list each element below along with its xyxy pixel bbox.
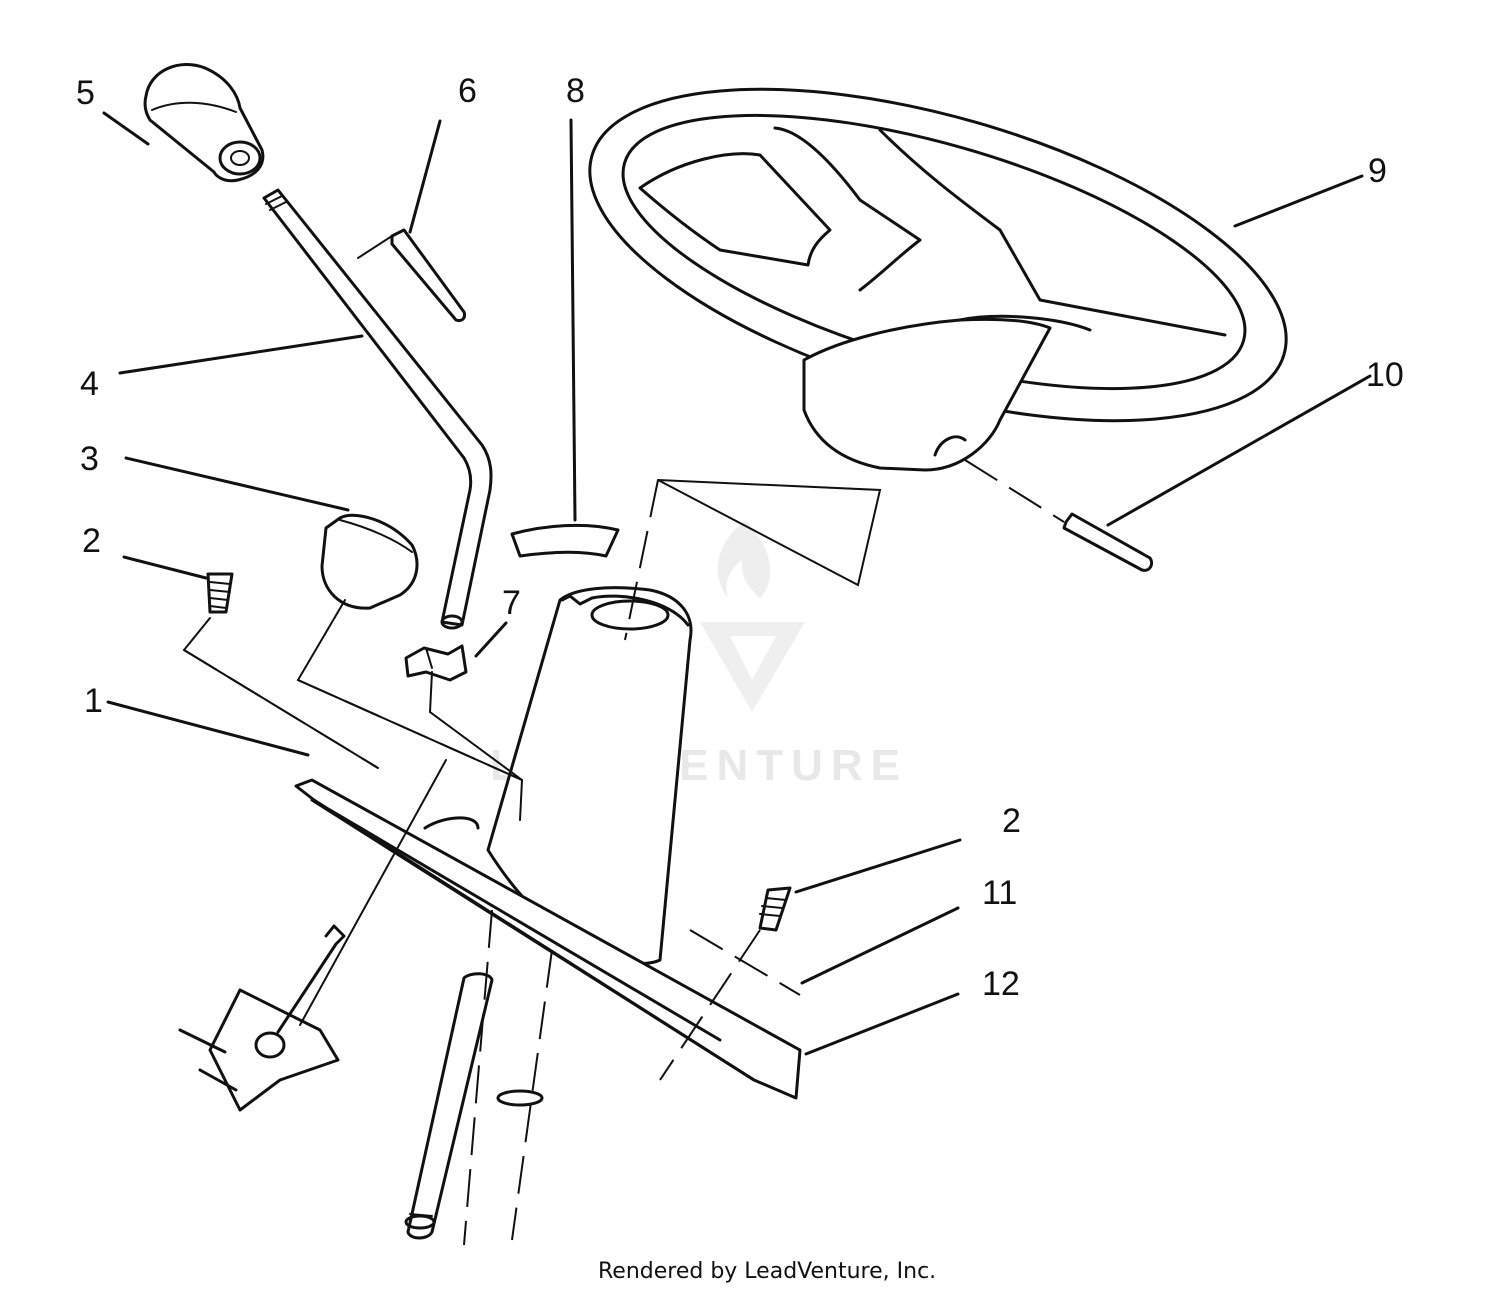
footer-credit: Rendered by LeadVenture, Inc. [598,1259,936,1284]
screw-part-lower [758,886,792,932]
callout-2-lower: 2 [1002,802,1021,840]
shift-lever-part [262,188,493,630]
assembly-lines [182,459,1065,1246]
watermark-v-icon [700,622,805,712]
decal-part [510,523,620,558]
leader-7 [474,621,508,658]
screw-part-upper [206,572,234,614]
leader-2a [122,555,208,580]
leader-1 [106,700,310,757]
callout-labels: 1 2 3 4 5 6 7 8 9 10 2 11 12 [76,72,1404,1003]
leader-11 [800,906,960,985]
leader-lines [102,111,1372,1056]
callout-4: 4 [80,365,99,403]
callout-6: 6 [458,72,477,110]
leader-5 [102,111,150,146]
shift-knob-part [143,63,265,183]
leader-12 [804,992,960,1056]
callout-11: 11 [982,874,1017,912]
callout-9: 9 [1368,152,1387,190]
clip-part [404,644,468,682]
leader-4 [118,334,364,375]
steering-wheel-part [588,87,1288,472]
leader-3 [124,456,350,512]
callout-8: 8 [566,72,585,110]
lever-grip-part [320,513,419,610]
dash-panel-part [294,778,802,1100]
leader-9 [1233,174,1364,228]
decal-strip-part [357,228,466,322]
leader-8 [569,118,577,522]
callout-10: 10 [1366,356,1404,394]
watermark-flame-icon [717,520,771,598]
callout-5: 5 [76,74,95,112]
callout-3: 3 [80,440,99,478]
roll-pin-part [1062,512,1154,572]
leader-10 [1106,374,1372,527]
callout-12: 12 [982,965,1020,1003]
callout-7: 7 [502,584,521,622]
steering-shaft-part [404,972,494,1240]
bracket-assembly-part [178,924,346,1112]
leader-6 [408,119,442,234]
callout-1: 1 [84,682,103,720]
callout-2-upper: 2 [82,522,101,560]
leader-2b [794,838,962,894]
